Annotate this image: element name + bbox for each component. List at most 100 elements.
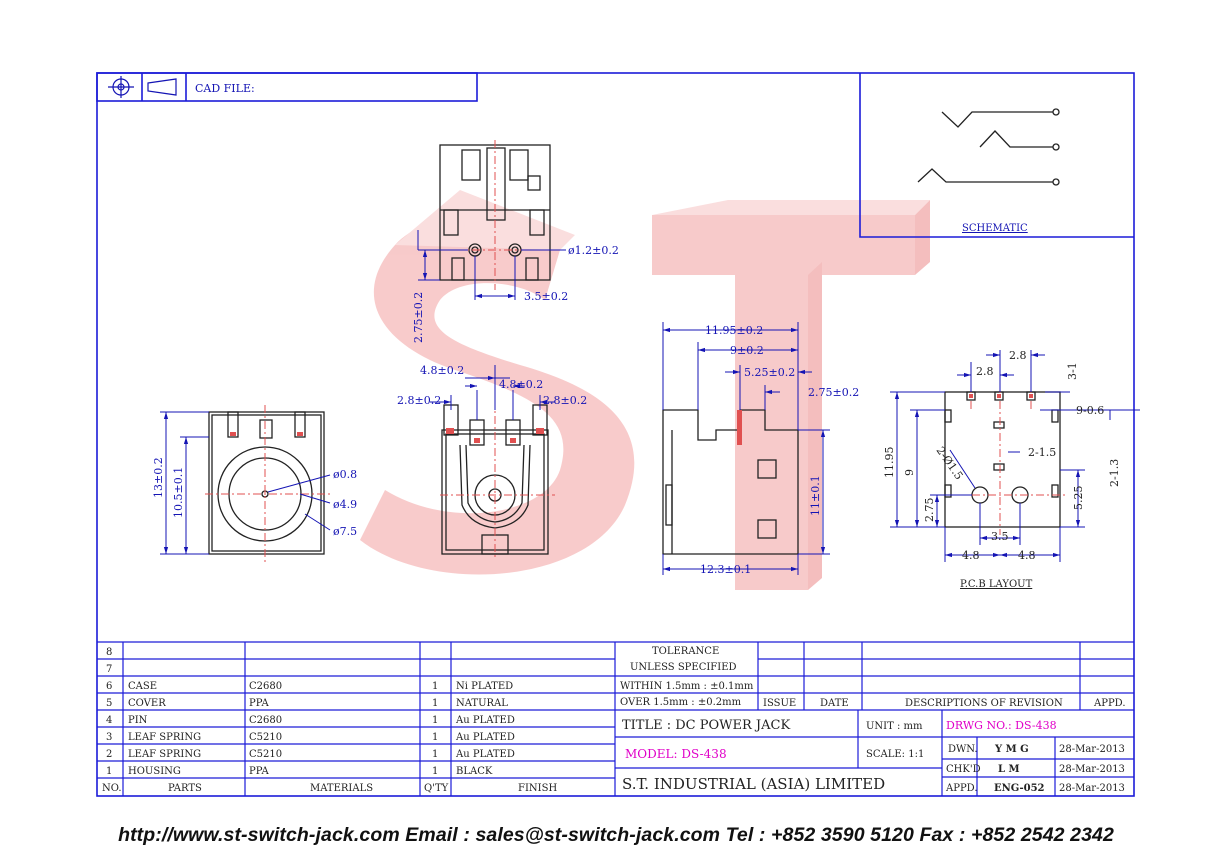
bom-cell-no: 2 bbox=[106, 749, 112, 760]
bom-header-no: NO. bbox=[102, 783, 122, 794]
bom-cell-finish: Au PLATED bbox=[455, 715, 515, 726]
revision-appd: APPD. bbox=[1093, 698, 1126, 709]
dim-side-height: 11±0.1 bbox=[809, 475, 822, 516]
dim-side-base: 12.3±0.1 bbox=[700, 563, 751, 576]
revision-date: DATE bbox=[820, 698, 849, 709]
bom-cell-part: PIN bbox=[128, 715, 148, 726]
revision-issue: ISSUE bbox=[763, 698, 796, 709]
dim-back-left: 2.8±0.2 bbox=[397, 394, 441, 407]
bom-cell-part: LEAF SPRING bbox=[128, 749, 201, 760]
bom-cell-no: 3 bbox=[106, 732, 112, 743]
bom-cell-qty: 1 bbox=[432, 715, 438, 726]
dim-side-w2: 9±0.2 bbox=[730, 344, 764, 357]
chk-label: CHK'D bbox=[946, 764, 981, 775]
bom-header-qty: Q'TY bbox=[424, 783, 449, 794]
pcb-dim-left-outer: 11.95 bbox=[883, 447, 896, 479]
dim-front-height-outer: 13±0.2 bbox=[152, 457, 165, 498]
pcb-layout-label: P.C.B LAYOUT bbox=[960, 579, 1033, 590]
top-view: ø1.2±0.2 3.5±0.2 2.75±0.2 bbox=[412, 140, 619, 343]
pcb-dim-left-mid: 9 bbox=[903, 469, 916, 476]
pcb-dim-left-in: 2.75 bbox=[923, 498, 936, 523]
bom-cell-part: HOUSING bbox=[128, 766, 181, 777]
bom-cell-no: 6 bbox=[106, 681, 112, 692]
title-text: TITLE : DC POWER JACK bbox=[622, 718, 790, 733]
pcb-dim-right-in: 5.25 bbox=[1072, 486, 1085, 511]
dim-outer-diameter: ø7.5 bbox=[333, 525, 357, 538]
bom-cell-no: 5 bbox=[106, 698, 112, 709]
dim-hole-diameter: ø1.2±0.2 bbox=[568, 244, 619, 257]
tolerance-line3: WITHIN 1.5mm : ±0.1mm bbox=[620, 681, 754, 692]
schematic-symbol bbox=[917, 108, 1060, 186]
dim-pin-pitch: 3.5±0.2 bbox=[524, 290, 568, 303]
dim-front-height-inner: 10.5±0.1 bbox=[172, 467, 185, 518]
bom-cell-finish: Ni PLATED bbox=[456, 681, 513, 692]
back-view: 4.8±0.2 4.8±0.2 2.8±0.2 2.8±0.2 bbox=[397, 364, 587, 560]
bom-cell-part: COVER bbox=[128, 698, 166, 709]
company-name: S.T. INDUSTRIAL (ASIA) LIMITED bbox=[622, 775, 885, 793]
appd-date: 28-Mar-2013 bbox=[1059, 783, 1125, 794]
unit-label: UNIT : mm bbox=[866, 721, 923, 732]
contact-footer: http://www.st-switch-jack.com Email : sa… bbox=[118, 824, 1114, 846]
bom-cell-material: PPA bbox=[249, 766, 270, 777]
bom-header-finish: FINISH bbox=[518, 783, 557, 794]
bom-cell-finish: Au PLATED bbox=[455, 732, 515, 743]
bom-cell-material: C5210 bbox=[249, 732, 282, 743]
watermark-text: ST bbox=[0, 0, 2, 1]
dwn-value: Y M G bbox=[994, 744, 1029, 755]
dim-side-w4: 2.75±0.2 bbox=[808, 386, 859, 399]
dim-back-top1: 4.8±0.2 bbox=[420, 364, 464, 377]
bom-header-parts: PARTS bbox=[168, 783, 202, 794]
pcb-dim-top2: 2.8 bbox=[976, 365, 994, 378]
bom-cell-material: C2680 bbox=[249, 715, 282, 726]
bom-cell-material: PPA bbox=[249, 698, 270, 709]
pcb-dim-top1: 2.8 bbox=[1009, 349, 1027, 362]
bom-cell-finish: BLACK bbox=[456, 766, 493, 777]
bom-cell-no: 4 bbox=[106, 715, 112, 726]
tolerance-line2: UNLESS SPECIFIED bbox=[630, 662, 737, 673]
dim-back-top2: 4.8±0.2 bbox=[499, 378, 543, 391]
chk-value: L M bbox=[998, 764, 1020, 775]
pcb-dim-bot-r: 4.8 bbox=[1018, 549, 1036, 562]
bom-cell-qty: 1 bbox=[432, 749, 438, 760]
bom-cell-part: LEAF SPRING bbox=[128, 732, 201, 743]
side-view: 11.95±0.2 9±0.2 5.25±0.2 2.75±0.2 11±0.1… bbox=[662, 322, 859, 576]
pcb-dim-hole: 2-Ø1.5 bbox=[934, 444, 966, 482]
dim-back-right: 2.8±0.2 bbox=[543, 394, 587, 407]
bom-cell-qty: 1 bbox=[432, 732, 438, 743]
bom-cell-qty: 1 bbox=[432, 698, 438, 709]
pcb-dim-right1: 3-1 bbox=[1066, 362, 1079, 380]
schematic-label: SCHEMATIC bbox=[962, 223, 1028, 234]
bom-header-materials: MATERIALS bbox=[310, 783, 373, 794]
drawing-number: DRWG NO.: DS-438 bbox=[946, 719, 1057, 732]
front-view: 13±0.2 10.5±0.1 ø0.8 ø4.9 ø7.5 bbox=[152, 405, 357, 565]
chk-date: 28-Mar-2013 bbox=[1059, 764, 1125, 775]
pcb-dim-right3: 2-1.5 bbox=[1028, 446, 1056, 459]
pcb-dim-bot-l: 4.8 bbox=[962, 549, 980, 562]
bom-cell-qty: 1 bbox=[432, 766, 438, 777]
dim-side-w3: 5.25±0.2 bbox=[744, 366, 795, 379]
dim-pin-height: 2.75±0.2 bbox=[412, 292, 425, 343]
pcb-dim-pitch: 3.5 bbox=[991, 530, 1009, 543]
bom-cell-material: C2680 bbox=[249, 681, 282, 692]
bom-cell-qty: 1 bbox=[432, 681, 438, 692]
scale-label: SCALE: 1:1 bbox=[866, 749, 924, 760]
revision-desc: DESCRIPTIONS OF REVISION bbox=[905, 698, 1063, 709]
bom-cell-no: 7 bbox=[106, 664, 112, 675]
dim-inner-diameter: ø4.9 bbox=[333, 498, 357, 511]
bom-cell-no: 1 bbox=[106, 766, 112, 777]
schematic-box: SCHEMATIC bbox=[859, 73, 1134, 238]
dwn-label: DWN. bbox=[948, 744, 978, 755]
appd-label: APPD. bbox=[945, 783, 978, 794]
dwn-date: 28-Mar-2013 bbox=[1059, 744, 1125, 755]
model-text: MODEL: DS-438 bbox=[625, 747, 727, 761]
bom-cell-finish: NATURAL bbox=[456, 698, 508, 709]
dim-side-w1: 11.95±0.2 bbox=[705, 324, 763, 337]
watermark-logo: ST bbox=[0, 0, 930, 590]
projection-symbol-icon bbox=[108, 76, 177, 98]
tolerance-line4: OVER 1.5mm : ±0.2mm bbox=[620, 697, 742, 708]
pcb-dim-right2: 9-0.6 bbox=[1076, 404, 1104, 417]
bom-cell-finish: Au PLATED bbox=[455, 749, 515, 760]
